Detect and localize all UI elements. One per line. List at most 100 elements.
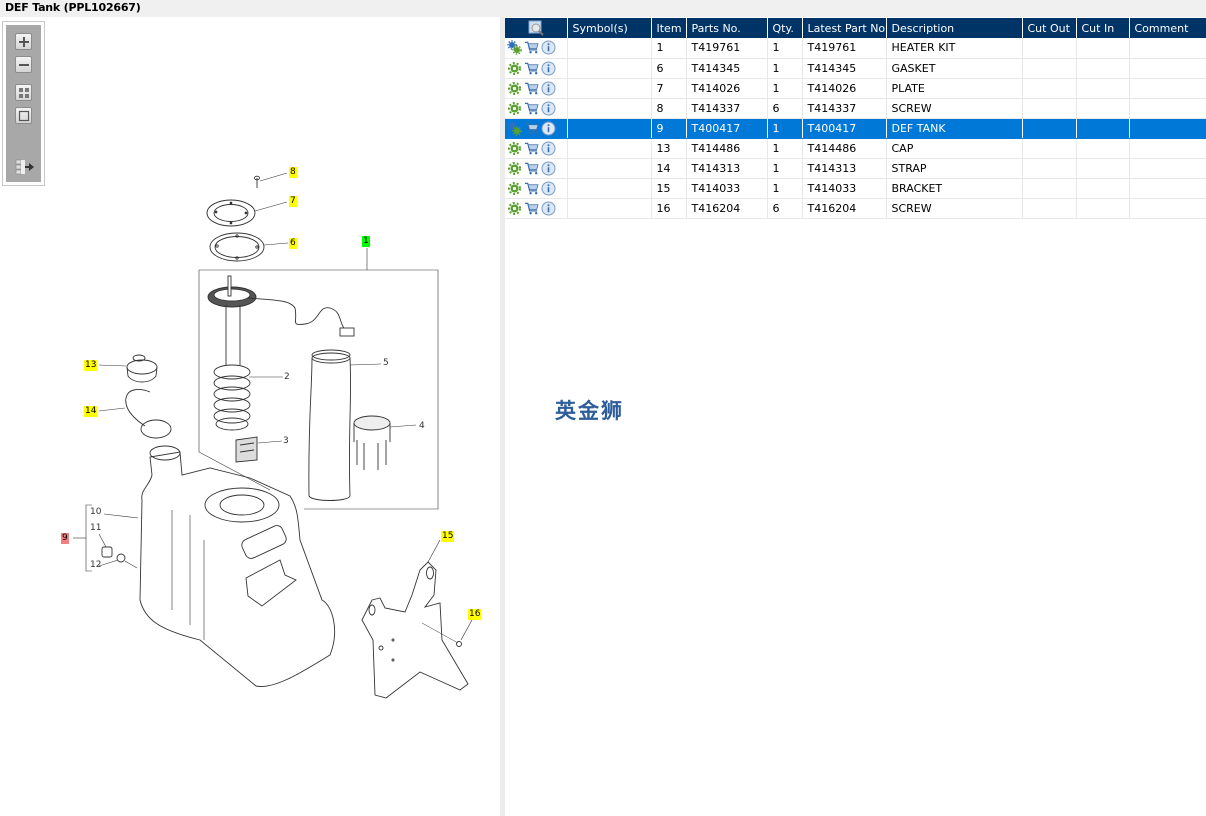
cart-icon[interactable] (524, 81, 539, 96)
export-list-button[interactable] (15, 158, 34, 175)
table-header-row: Symbol(s) Item Parts No. Qty. Latest Par… (505, 18, 1206, 38)
part-gear-icon[interactable] (507, 61, 522, 76)
part-gear-icon[interactable] (507, 161, 522, 176)
column-header-latest-part-no[interactable]: Latest Part No. (802, 18, 887, 38)
cell-symbols (567, 78, 652, 99)
part-screw-8 (254, 172, 288, 188)
cart-icon[interactable] (524, 40, 539, 55)
column-header-description[interactable]: Description (886, 18, 1023, 38)
callout-16[interactable]: 16 (468, 609, 482, 620)
cart-icon[interactable] (524, 101, 539, 116)
label-2: 2 (284, 372, 290, 382)
cell-qty: 1 (767, 138, 803, 159)
part-tube-5 (308, 349, 382, 501)
label-5: 5 (383, 358, 389, 368)
column-header-search[interactable] (505, 18, 568, 38)
fit-all-button[interactable] (15, 84, 32, 101)
cell-qty: 1 (767, 178, 803, 199)
cell-cut-out (1022, 118, 1077, 139)
column-header-cut-out[interactable]: Cut Out (1022, 18, 1077, 38)
cell-comment (1129, 78, 1206, 99)
cell-cut-in (1076, 58, 1130, 79)
info-icon[interactable] (541, 141, 556, 156)
info-icon[interactable] (541, 101, 556, 116)
part-gear-icon[interactable] (507, 201, 522, 216)
cell-symbols (567, 198, 652, 219)
column-header-symbols[interactable]: Symbol(s) (567, 18, 652, 38)
part-gasket-6 (209, 232, 289, 262)
cart-icon[interactable] (524, 121, 539, 136)
part-heater-2 (207, 275, 355, 431)
pane-splitter[interactable] (500, 17, 505, 816)
callout-8[interactable]: 8 (289, 167, 297, 178)
cell-comment (1129, 38, 1206, 59)
part-plate-7 (206, 199, 288, 227)
cart-icon[interactable] (524, 61, 539, 76)
cell-description: STRAP (886, 158, 1023, 179)
part-gear-icon[interactable] (507, 101, 522, 116)
column-header-item[interactable]: Item (651, 18, 687, 38)
exploded-diagram (73, 172, 473, 699)
part-gear-icon[interactable] (507, 141, 522, 156)
cart-icon[interactable] (524, 161, 539, 176)
cell-item: 6 (651, 58, 687, 79)
cart-icon[interactable] (524, 201, 539, 216)
part-gear-icon[interactable] (507, 81, 522, 96)
cell-qty: 1 (767, 38, 803, 59)
part-housing-4 (353, 415, 417, 470)
callout-6[interactable]: 6 (289, 238, 297, 249)
diagram-pane[interactable]: 8 7 6 1 13 14 9 15 16 2 3 4 5 10 11 12 (0, 17, 500, 816)
info-icon[interactable] (541, 161, 556, 176)
info-icon[interactable] (541, 201, 556, 216)
cell-parts-no: T414486 (686, 138, 768, 159)
cell-qty: 1 (767, 118, 803, 139)
cell-cut-out (1022, 138, 1077, 159)
cell-cut-in (1076, 78, 1130, 99)
cart-icon[interactable] (524, 141, 539, 156)
cell-cut-in (1076, 198, 1130, 219)
cell-description: DEF TANK (886, 118, 1023, 139)
column-header-qty[interactable]: Qty. (767, 18, 803, 38)
cell-latest-part-no: T414337 (802, 98, 887, 119)
callout-7[interactable]: 7 (289, 196, 297, 207)
cell-latest-part-no: T414486 (802, 138, 887, 159)
info-icon[interactable] (541, 40, 556, 55)
column-header-parts-no[interactable]: Parts No. (686, 18, 768, 38)
zoom-in-button[interactable] (15, 33, 32, 50)
info-icon[interactable] (541, 121, 556, 136)
callout-13[interactable]: 13 (84, 360, 98, 371)
kit-gears-icon[interactable] (507, 40, 522, 55)
kit-gears-icon[interactable] (507, 120, 522, 136)
cell-latest-part-no: T414313 (802, 158, 887, 179)
column-header-comment[interactable]: Comment (1129, 18, 1206, 38)
callout-15[interactable]: 15 (441, 531, 455, 542)
info-icon[interactable] (541, 181, 556, 196)
actual-size-button[interactable] (15, 107, 32, 124)
part-drain-plug-11 (98, 533, 113, 558)
column-header-cut-in[interactable]: Cut In (1076, 18, 1130, 38)
cell-item: 13 (651, 138, 687, 159)
cell-cut-out (1022, 78, 1077, 99)
cart-icon[interactable] (524, 181, 539, 196)
part-gear-icon[interactable] (507, 181, 522, 196)
info-icon[interactable] (541, 61, 556, 76)
info-icon[interactable] (541, 81, 556, 96)
cell-qty: 6 (767, 98, 803, 119)
callout-1[interactable]: 1 (362, 236, 370, 247)
zoom-out-button[interactable] (15, 56, 32, 73)
callout-14[interactable]: 14 (84, 406, 98, 417)
cell-item: 1 (651, 38, 687, 59)
cell-qty: 6 (767, 198, 803, 219)
cell-cut-out (1022, 58, 1077, 79)
callout-9[interactable]: 9 (61, 533, 69, 544)
